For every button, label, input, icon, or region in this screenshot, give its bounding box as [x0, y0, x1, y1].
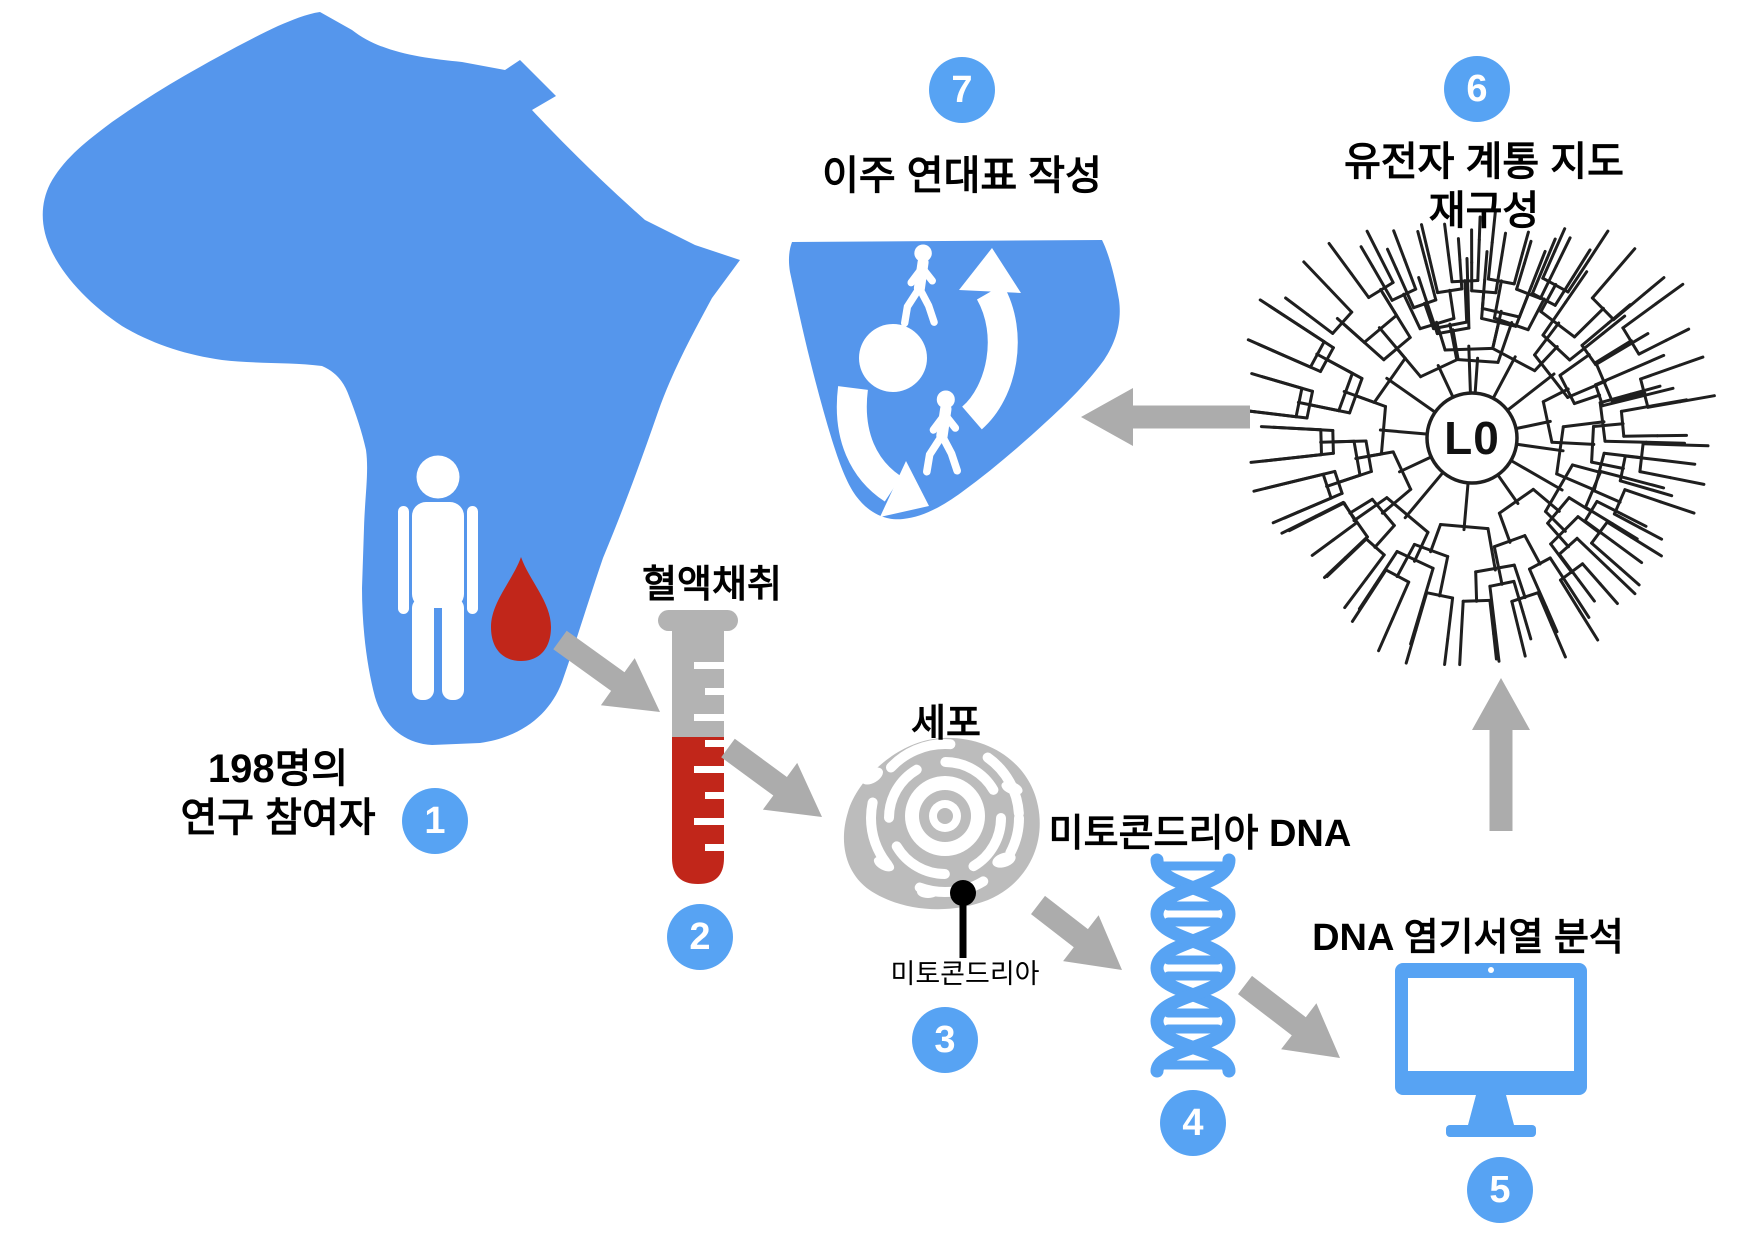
- phylogenetic-tree: [1216, 210, 1716, 667]
- migration-arrow-up: [961, 284, 1018, 430]
- blood-drop-icon: [491, 557, 551, 661]
- step6-label-line2: 재구성: [1428, 189, 1540, 233]
- step-badge-2: 2: [667, 904, 733, 970]
- migration-map: [788, 240, 1120, 520]
- blood-tube-icon: [658, 610, 738, 884]
- step-badge-4: 4: [1160, 1090, 1226, 1156]
- step-badge-6: 6: [1444, 56, 1510, 122]
- step-badge-7: 7: [929, 57, 995, 123]
- step4-label: 미토콘드리아 DNA: [1048, 813, 1352, 855]
- step2-label: 혈액채취: [642, 564, 782, 606]
- migration-arrow-down: [836, 386, 902, 502]
- monitor-icon: [1395, 963, 1587, 1137]
- step-badge-5: 5: [1467, 1157, 1533, 1223]
- step1-label: 198명의 연구 참여자: [180, 745, 375, 843]
- origin-circle: [859, 324, 927, 392]
- step3-label: 세포: [911, 703, 981, 745]
- cell-icon: [843, 737, 1040, 910]
- africa-map: [42, 12, 741, 745]
- step6-label-line1: 유전자 계통 지도: [1344, 140, 1624, 184]
- mitochondria-pin-icon: [950, 880, 976, 958]
- step1-label-line2: 연구 참여자: [180, 796, 376, 840]
- step7-label: 이주 연대표 작성: [822, 154, 1102, 198]
- step1-label-line1: 198명의: [207, 747, 349, 791]
- tree-root-label: L0: [1444, 412, 1500, 464]
- walking-person-icon: [923, 390, 962, 476]
- study-participant-icon: [398, 455, 478, 700]
- step-badge-3: 3: [912, 1007, 978, 1073]
- walking-person-icon: [901, 244, 938, 327]
- step6-label: 유전자 계통 지도 재구성: [1344, 138, 1624, 236]
- flow-arrows: [553, 388, 1530, 1058]
- mitochondria-sublabel: 미토콘드리아: [890, 959, 1040, 989]
- step5-label: DNA 염기서열 분석: [1312, 917, 1624, 959]
- tree-root-circle: [1425, 391, 1519, 485]
- step-badge-1: 1: [402, 788, 468, 854]
- dna-helix-icon: [1150, 853, 1236, 1078]
